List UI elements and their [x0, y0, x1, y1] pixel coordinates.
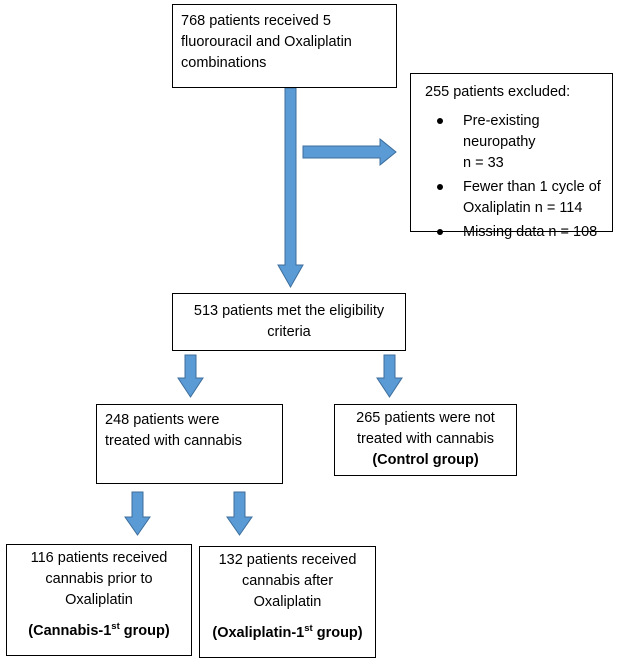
after-line-3: Oxaliplatin [253, 594, 322, 610]
cannabis-treated-box: 248 patients were treated with cannabis [96, 404, 283, 484]
exclusion-item-fewer-cycles: Fewer than 1 cycle of Oxaliplatin n = 11… [425, 177, 602, 219]
exclusion-reasons-list: Pre-existing neuropathy n = 33 Fewer tha… [425, 111, 602, 243]
control-line-2: treated with cannabis [356, 431, 495, 447]
arrow-exclusion-right [302, 137, 397, 167]
cannabis-treated-line-1: 248 patients were [105, 412, 220, 428]
control-line-1: 265 patients were not [356, 410, 495, 426]
excluded-patients-box: 255 patients excluded: Pre-existing neur… [410, 73, 613, 240]
after-group-label: (Oxaliplatin-1st group) [212, 623, 363, 641]
total-patients-line-2: fluorouracil and Oxaliplatin [181, 34, 352, 50]
arrow-to-after-box [226, 491, 253, 536]
excluded-title: 255 patients excluded: [425, 84, 571, 100]
prior-line-3: Oxaliplatin [65, 592, 133, 608]
prior-group-label: (Cannabis-1st group) [28, 621, 170, 639]
after-line-2: cannabis after [241, 573, 334, 589]
prior-line-1: 116 patients received [30, 550, 168, 566]
cannabis-after-box: 132 patients received cannabis after Oxa… [199, 546, 376, 658]
eligible-line-2: criteria [267, 324, 311, 340]
exclusion-item-neuropathy: Pre-existing neuropathy n = 33 [425, 111, 602, 174]
eligible-patients-box: 513 patients met the eligibility criteri… [172, 293, 406, 351]
control-group-box: 265 patients were not treated with canna… [334, 404, 517, 476]
arrow-main-down [277, 87, 304, 289]
prior-line-2: cannabis prior to [45, 571, 153, 587]
cannabis-prior-box: 116 patients received cannabis prior to … [6, 544, 192, 656]
control-group-label: (Control group) [372, 452, 479, 468]
total-patients-line-3: combinations [181, 55, 267, 71]
arrow-to-prior-box [124, 491, 151, 536]
total-patients-line-1: 768 patients received 5 [181, 13, 331, 29]
arrow-to-cannabis-box [177, 354, 204, 398]
exclusion-item-missing-data: Missing data n = 108 [425, 222, 602, 243]
eligible-line-1: 513 patients met the eligibility [193, 303, 385, 319]
after-line-1: 132 patients received [218, 552, 357, 568]
total-patients-box: 768 patients received 5 fluorouracil and… [172, 4, 397, 88]
cannabis-treated-line-2: treated with cannabis [105, 433, 243, 449]
arrow-to-control-box [376, 354, 403, 398]
